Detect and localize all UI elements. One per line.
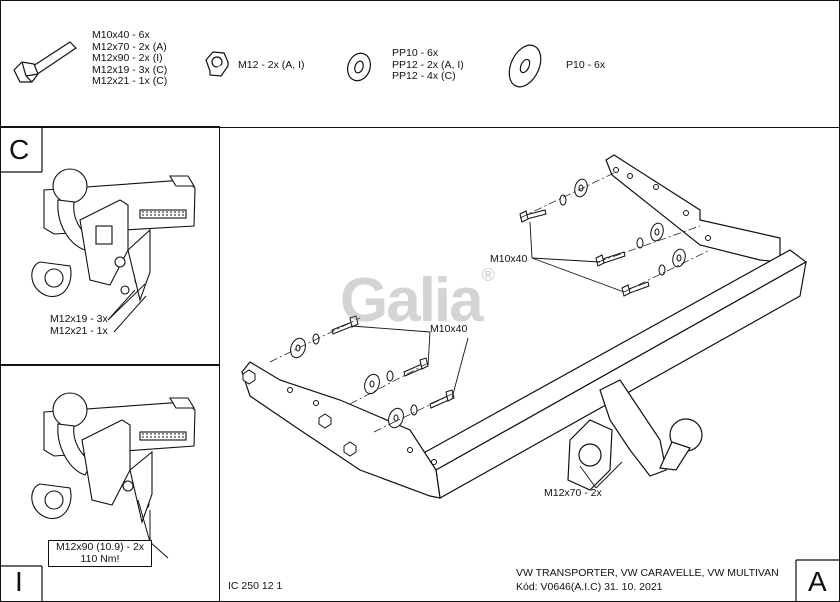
nut-label: M12 - 2x (A, I): [238, 59, 305, 71]
code-date: Kód: V0646(A.I.C) 31. 10. 2021: [516, 581, 663, 593]
spring-washer-list: PP10 - 6x PP12 - 2x (A, I) PP12 - 4x (C): [392, 47, 464, 82]
panel-i-callout: M12x90 (10.9) - 2x 110 Nm!: [55, 541, 145, 565]
nut-icon: [205, 51, 229, 77]
panel-c-letter: C: [9, 134, 30, 165]
panel-c-hitch-drawing: [31, 168, 196, 302]
panel-i-letter: I: [15, 566, 23, 597]
panel-i-torque-box: [48, 540, 152, 567]
plate-nuts: [242, 369, 357, 457]
panel-i-hitch-drawing: [31, 392, 196, 524]
callout-m10x40-left: M10x40: [430, 323, 468, 335]
panel-a-letter: A: [808, 566, 827, 597]
mount-holes: [287, 167, 711, 465]
doc-code: IC 250 12 1: [228, 580, 283, 592]
spring-washer-icon: [347, 52, 371, 82]
galia-watermark: Galia®: [340, 265, 495, 335]
bolt-icon: [13, 41, 77, 83]
flat-washer-icon: [508, 44, 542, 88]
callout-m12x70: M12x70 - 2x: [544, 487, 602, 499]
callout-m10x40-right: M10x40: [490, 253, 528, 265]
panel-c-callout: M12x19 - 3x M12x21 - 1x: [50, 313, 108, 337]
left-bolts: [290, 315, 455, 429]
bolt-list: M10x40 - 6x M12x70 - 2x (A) M12x90 - 2x …: [92, 29, 168, 87]
vehicle-models: VW TRANSPORTER, VW CARAVELLE, VW MULTIVA…: [516, 567, 779, 579]
panel-c: [0, 126, 220, 366]
crossbar-drawing: [241, 154, 808, 499]
flat-washer-label: P10 - 6x: [566, 59, 606, 71]
